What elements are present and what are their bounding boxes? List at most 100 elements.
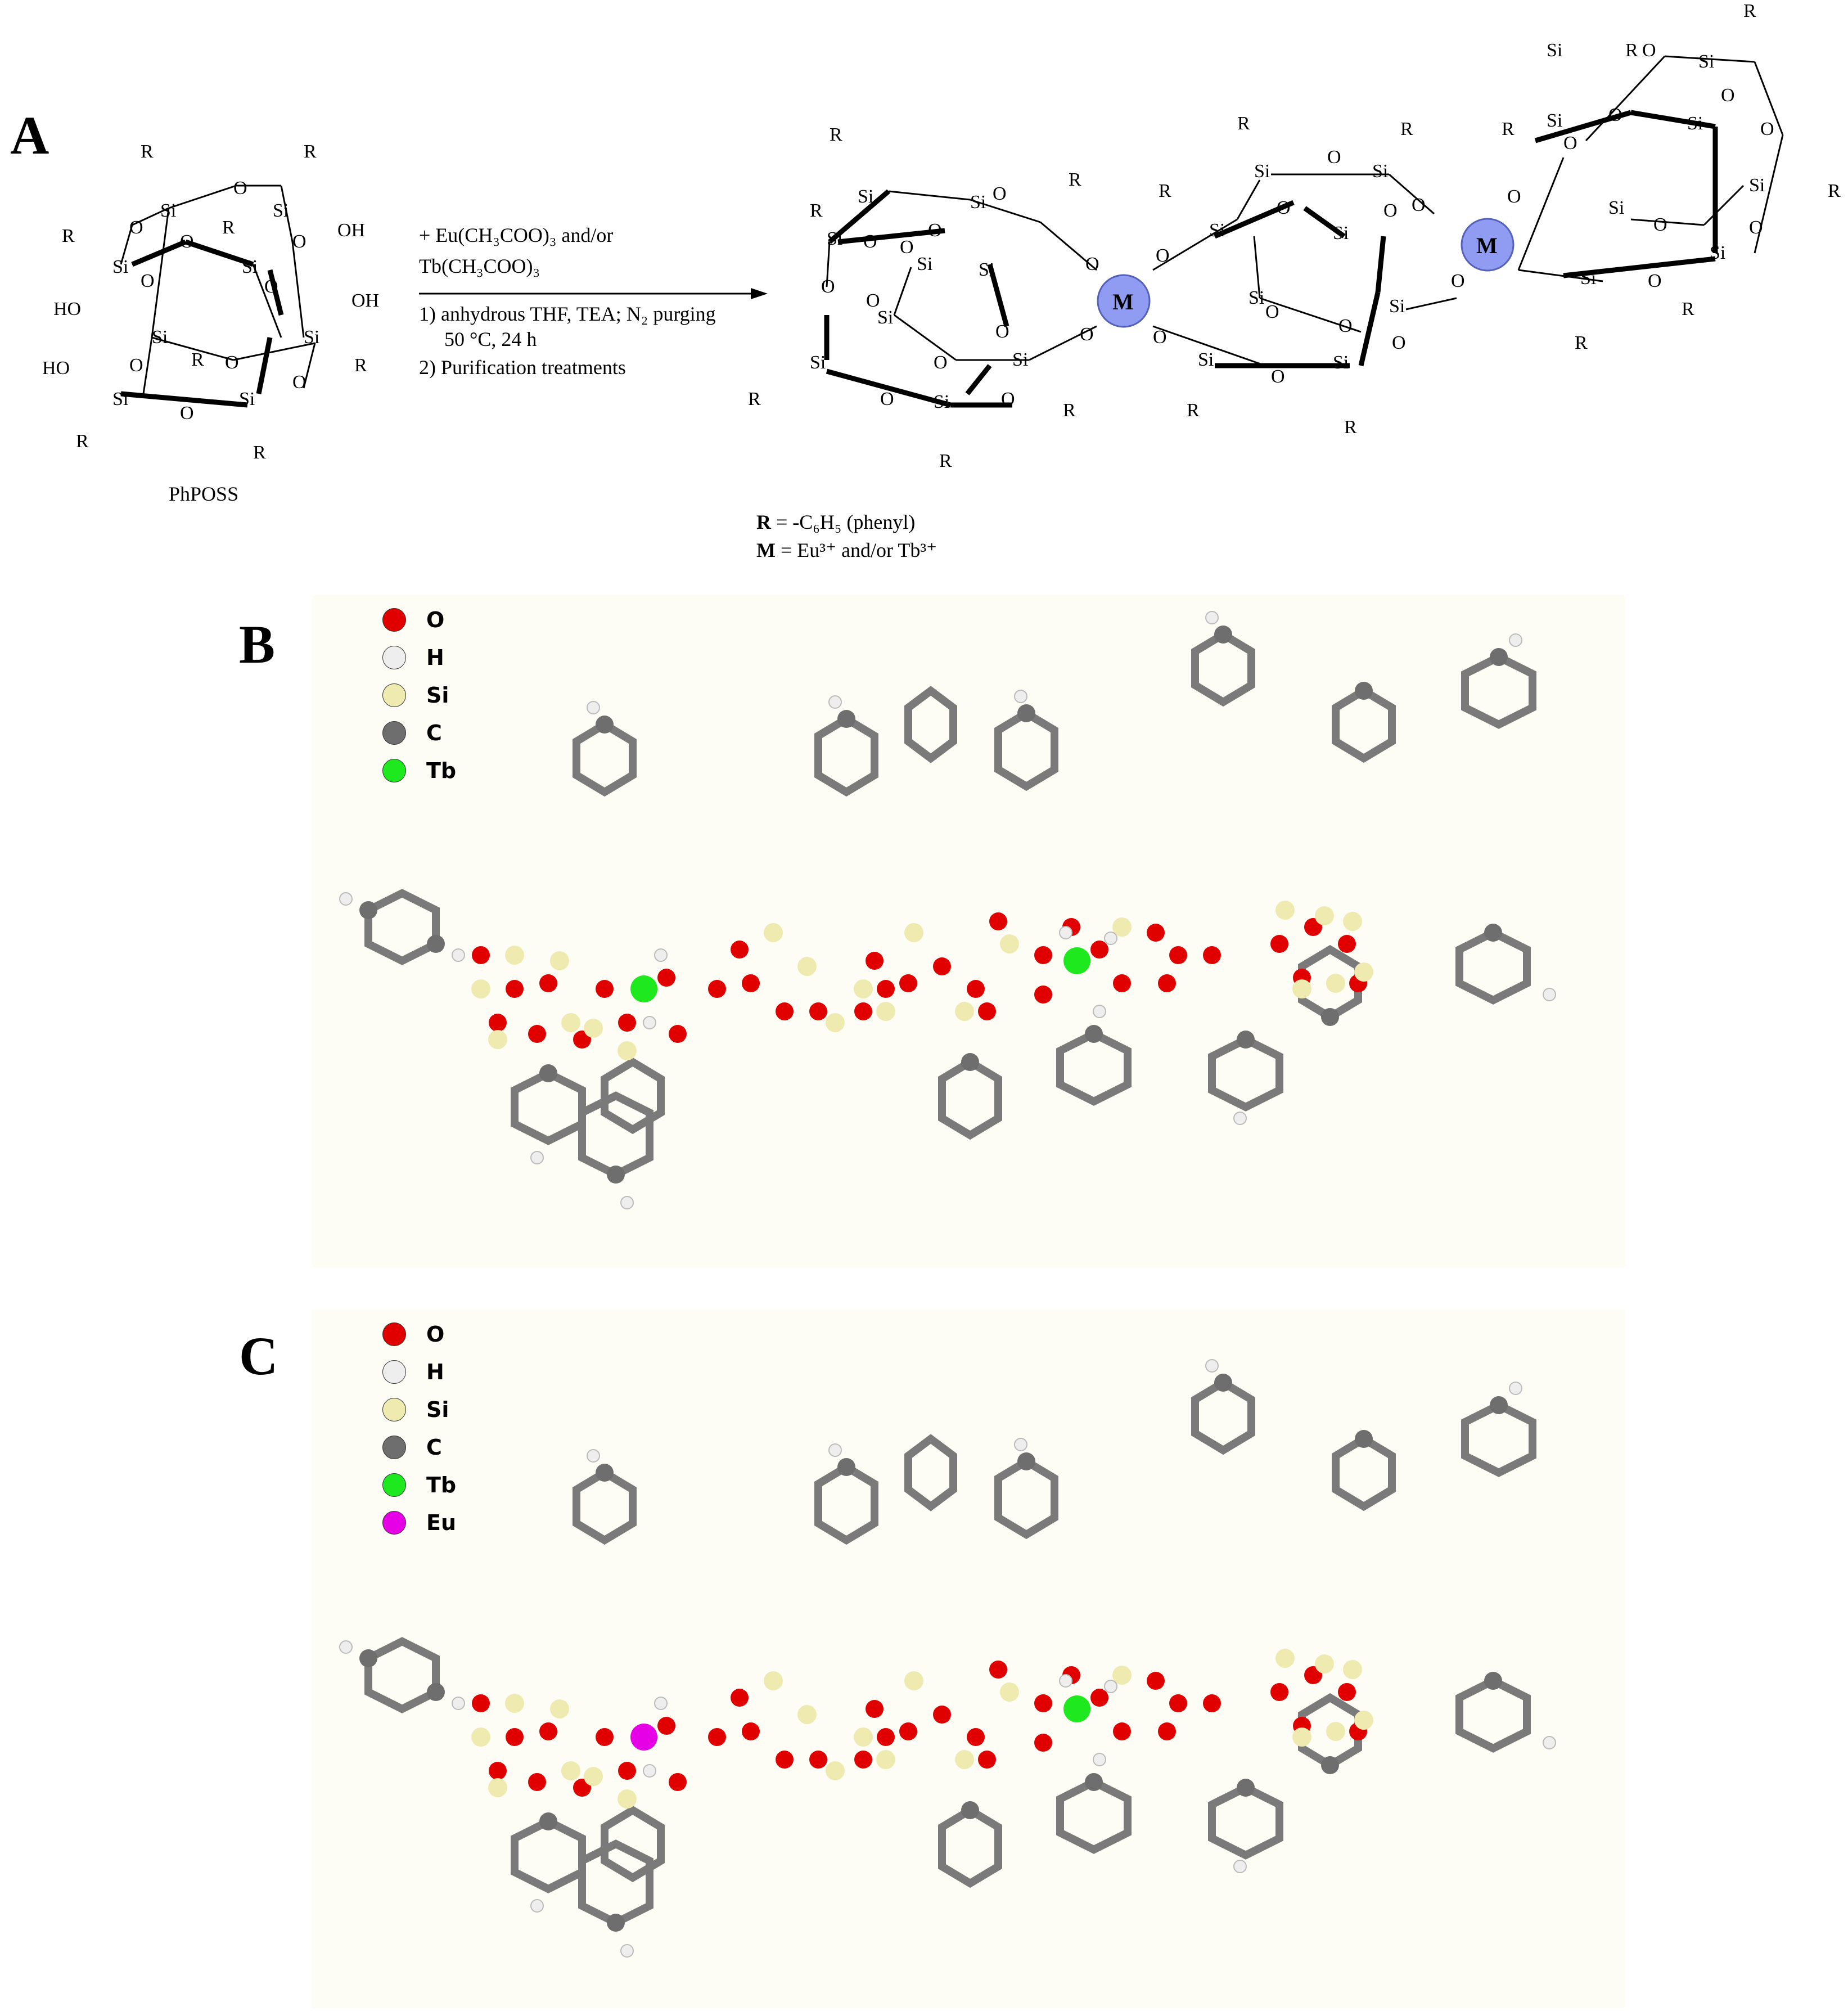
m-definition: M = Eu³⁺ and/or Tb³⁺ — [756, 539, 937, 561]
svg-text:Si: Si — [858, 186, 873, 207]
svg-text:Si: Si — [917, 254, 932, 275]
svg-text:O: O — [1265, 302, 1279, 322]
svg-text:O: O — [129, 355, 143, 376]
legend-b: O H Si C Tb — [382, 601, 456, 789]
legend-b-label-o: O — [426, 607, 445, 632]
svg-text:R: R — [253, 442, 266, 463]
svg-text:OH: OH — [337, 220, 365, 241]
svg-text:Si: Si — [1580, 268, 1596, 289]
reagent-line-2: Tb(CH₃COO)₃ — [419, 255, 540, 277]
legend-c-item-o: O — [382, 1315, 456, 1353]
svg-text:Si: Si — [1547, 40, 1562, 61]
molecule-b-graphic — [339, 611, 1556, 1209]
svg-text:R: R — [304, 141, 317, 162]
legend-c-swatch-o — [382, 1322, 406, 1346]
legend-b-swatch-c — [382, 721, 406, 745]
svg-text:O: O — [1271, 366, 1285, 387]
svg-text:Si: Si — [1254, 161, 1270, 182]
legend-c-item-h: H — [382, 1353, 456, 1391]
svg-text:O: O — [180, 231, 194, 252]
svg-text:O: O — [863, 231, 877, 252]
svg-text:O: O — [180, 403, 194, 424]
svg-text:Si: Si — [1710, 242, 1725, 263]
svg-text:Si: Si — [160, 200, 176, 221]
legend-c-swatch-eu — [382, 1510, 406, 1535]
svg-text:R: R — [1575, 332, 1588, 353]
legend-c-label-tb: Tb — [426, 1472, 457, 1497]
svg-text:O: O — [1156, 245, 1170, 266]
legend-c-label-si: Si — [426, 1397, 449, 1422]
svg-text:O: O — [1451, 271, 1465, 291]
svg-text:R: R — [1743, 1, 1756, 21]
legend-b-swatch-si — [382, 683, 406, 707]
svg-text:O: O — [1001, 389, 1015, 410]
svg-text:Si: Si — [1608, 197, 1624, 218]
legend-b-item-tb: Tb — [382, 752, 456, 789]
tb-atom-b2 — [1063, 947, 1090, 974]
legend-b-item-si: Si — [382, 676, 456, 714]
svg-text:O: O — [1648, 271, 1662, 291]
svg-text:Si: Si — [112, 257, 128, 277]
svg-text:R: R — [62, 226, 75, 246]
svg-text:Si: Si — [1333, 352, 1349, 373]
legend-b-label-h: H — [426, 645, 444, 670]
svg-text:O: O — [934, 352, 948, 373]
r-definition: R = -C₆H₅ (phenyl) — [756, 511, 915, 533]
svg-text:Si: Si — [242, 257, 258, 277]
svg-text:O: O — [292, 231, 307, 252]
legend-b-swatch-o — [382, 608, 406, 632]
legend-b-label-tb: Tb — [426, 758, 457, 783]
svg-text:R: R — [1063, 400, 1076, 421]
svg-text:O: O — [233, 178, 247, 199]
legend-c: O H Si C Tb Eu — [382, 1315, 456, 1541]
svg-text:R: R — [748, 389, 761, 410]
svg-text:O: O — [995, 321, 1009, 342]
legend-c-item-tb: Tb — [382, 1466, 456, 1504]
svg-text:O: O — [1153, 327, 1167, 348]
metal-center-2: M — [1461, 218, 1515, 272]
svg-text:Si: Si — [1547, 110, 1562, 131]
svg-text:O: O — [225, 352, 239, 373]
legend-b-label-si: Si — [426, 682, 449, 708]
svg-text:R: R — [939, 451, 952, 471]
svg-text:R: R — [354, 355, 367, 376]
svg-text:Si: Si — [112, 389, 128, 410]
svg-text:O: O — [1721, 85, 1735, 106]
svg-text:R: R — [1069, 169, 1081, 190]
svg-text:Si: Si — [810, 352, 826, 373]
legend-c-label-c: C — [426, 1434, 442, 1460]
svg-text:O: O — [141, 271, 155, 291]
svg-text:Si: Si — [1698, 51, 1714, 72]
reaction-conditions: + Eu(CH₃COO)₃ and/or Tb(CH₃COO)₃ 1) anhy… — [419, 224, 768, 379]
svg-text:O: O — [993, 183, 1007, 204]
svg-text:O: O — [1642, 40, 1656, 61]
panel-letter-b: B — [239, 614, 276, 674]
svg-text:Si: Si — [239, 389, 255, 410]
svg-text:O: O — [880, 389, 894, 410]
r-symbol: R — [756, 511, 772, 533]
legend-c-swatch-c — [382, 1435, 406, 1459]
svg-text:O: O — [1392, 332, 1406, 353]
svg-text:Si: Si — [273, 200, 289, 221]
legend-c-item-eu: Eu — [382, 1504, 456, 1541]
reagent-line-1: + Eu(CH₃COO)₃ and/or — [419, 224, 613, 246]
svg-text:R: R — [1237, 113, 1250, 134]
svg-text:R: R — [1344, 417, 1357, 438]
molecule-render-c — [312, 1310, 1625, 2008]
svg-text:R: R — [76, 431, 89, 452]
svg-text:O: O — [1749, 217, 1763, 238]
legend-b-item-c: C — [382, 714, 456, 752]
r-definition-text: = -C₆H₅ (phenyl) — [771, 511, 915, 533]
panel-letter-a: A — [10, 105, 49, 165]
svg-text:Si: Si — [1012, 349, 1028, 370]
svg-text:O: O — [1412, 195, 1426, 215]
svg-text:O: O — [1563, 133, 1577, 154]
svg-text:O: O — [129, 217, 143, 238]
svg-text:Si: Si — [152, 327, 168, 348]
svg-text:R: R — [830, 124, 842, 145]
